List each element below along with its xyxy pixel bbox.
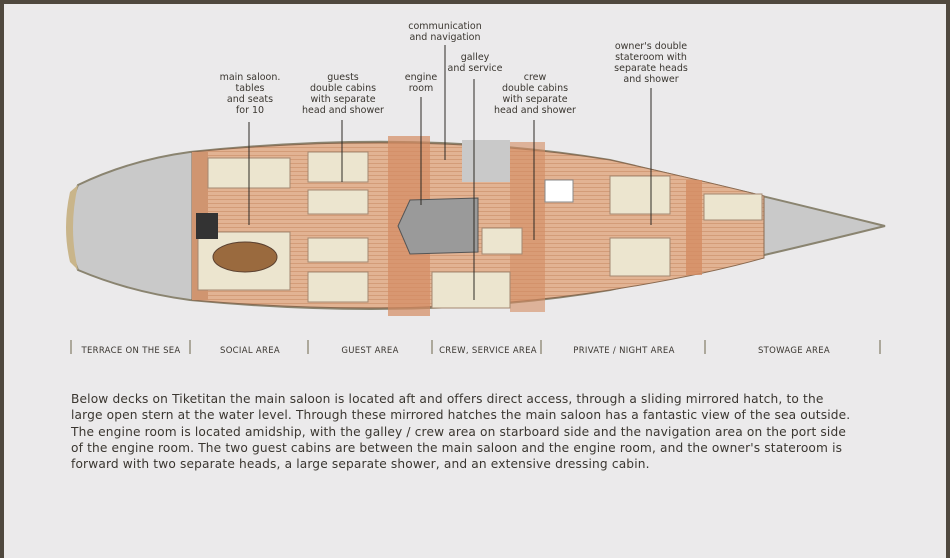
- area-social: SOCIAL AREA: [220, 346, 280, 356]
- callout-engine-room: engine room: [404, 72, 438, 94]
- area-private-night: PRIVATE / NIGHT AREA: [573, 346, 675, 356]
- area-guest: GUEST AREA: [341, 346, 399, 356]
- area-dividers: [70, 340, 881, 354]
- callout-owner-stateroom: owner's double stateroom with separate h…: [614, 41, 688, 85]
- area-stowage: STOWAGE AREA: [757, 346, 831, 356]
- callout-main-saloon: main saloon. tables and seats for 10: [219, 72, 281, 116]
- callout-galley: galley and service: [447, 52, 503, 74]
- area-crew-service: CREW, SERVICE AREA: [439, 346, 537, 356]
- callout-communication: communication and navigation: [408, 21, 482, 43]
- saloon-table: [212, 241, 278, 273]
- engine-block: [397, 197, 479, 255]
- description-text: Below decks on Tiketitan the main saloon…: [71, 392, 851, 472]
- callout-guest-cabins: guests double cabins with separate head …: [302, 72, 384, 116]
- area-terrace: TERRACE ON THE SEA: [81, 346, 181, 356]
- callout-crew-cabins: crew double cabins with separate head an…: [494, 72, 576, 116]
